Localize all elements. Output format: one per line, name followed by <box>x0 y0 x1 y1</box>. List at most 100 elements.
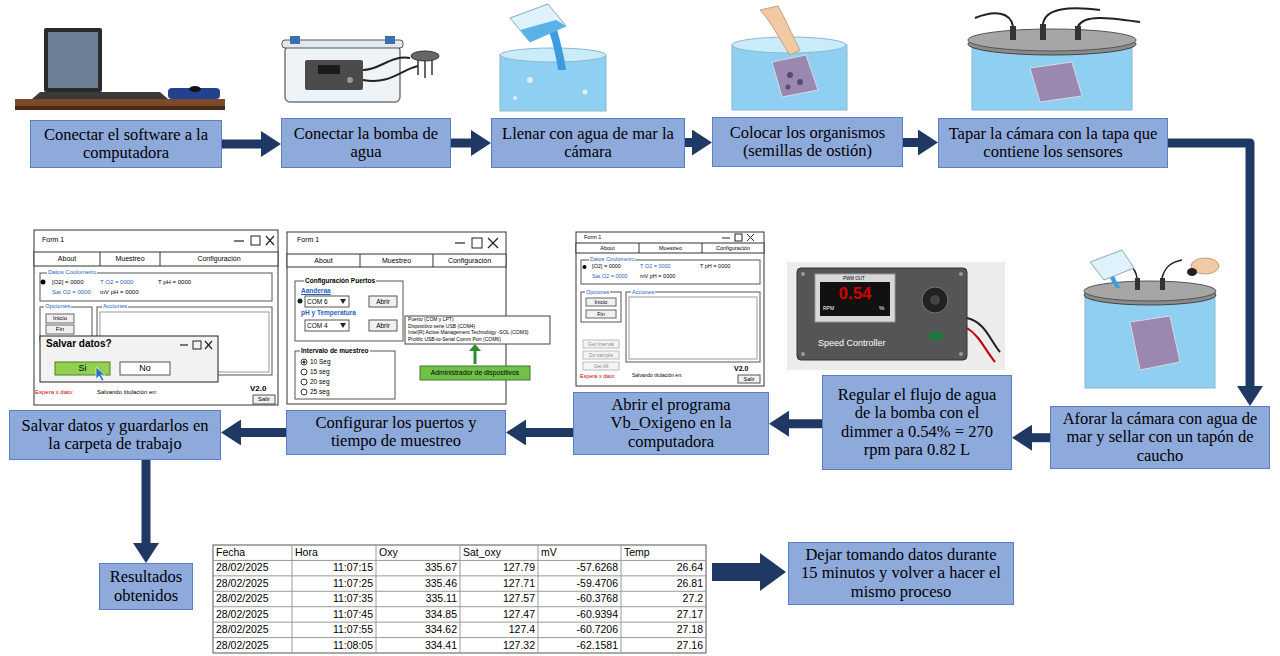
label-text: COM 6 <box>307 298 328 305</box>
label-text: T pH = 0000 <box>158 279 191 285</box>
screen-label: About <box>576 243 639 253</box>
label-text: mV pH = 0000 <box>100 289 139 295</box>
ports-window <box>301 379 307 385</box>
results-table <box>213 545 706 653</box>
label-text: Form 1 <box>584 234 601 240</box>
label-text: 335.11 <box>426 592 457 604</box>
results-table <box>213 591 706 592</box>
label-text: Prolific USB-to-Serial Comm Port (COM6) <box>408 336 501 342</box>
pump-illustration <box>417 60 419 75</box>
screen-label: PWM OUT <box>843 276 865 281</box>
label-text: Datos Coulometro <box>589 256 635 262</box>
process-box: Resultados obtenidos <box>99 563 193 610</box>
label-text: V2.0 <box>250 384 266 393</box>
step-text: Salvar datos y guardarlos en la carpeta … <box>17 417 213 454</box>
program-window <box>735 234 742 241</box>
screen-label: Form 1 <box>42 236 64 244</box>
software-window <box>46 314 74 323</box>
screen-label: T O2 = 0000 <box>100 279 133 286</box>
pump-illustration <box>363 66 418 81</box>
software-window <box>40 273 272 301</box>
label-text: PWM OUT <box>843 276 865 281</box>
table-cell: 26.81 <box>624 576 703 591</box>
label-text: Salvando titulación en: <box>97 389 157 395</box>
pouring-illustration <box>500 48 606 62</box>
step-text: Resultados obtenidos <box>107 568 185 605</box>
ports-window <box>295 351 395 399</box>
table-cell: 127.47 <box>463 607 535 622</box>
label-text: Fin <box>597 311 605 317</box>
pump-illustration <box>282 36 439 102</box>
table-cell: 335.67 <box>379 560 457 575</box>
label-text: Muestreo <box>382 257 411 264</box>
results-table <box>213 560 706 561</box>
ports-window <box>287 254 506 267</box>
step-text: Tapar la cámara con la tapa que contiene… <box>946 125 1160 162</box>
label-text: Opciones <box>585 289 610 295</box>
program-window <box>626 292 760 362</box>
screen-label: Aanderaa <box>301 287 331 294</box>
process-box: Dejar tomando datos durante 15 minutos y… <box>788 542 1014 605</box>
label-text: 27.16 <box>677 639 703 651</box>
label-text: 127.4 <box>509 623 535 635</box>
program-window <box>639 243 640 253</box>
table-cell: 334.85 <box>379 607 457 622</box>
table-cell: 27.18 <box>624 622 703 637</box>
label-text: Temp <box>624 546 650 558</box>
sealing-illustration <box>1135 278 1140 290</box>
table-cell: 28/02/2025 <box>216 638 289 653</box>
screen-label: Datos Coulometro <box>589 256 635 262</box>
screen-label: Sat O2 = 0000 <box>592 273 628 279</box>
software-window <box>96 367 105 381</box>
step-text: Aforar la cámara con agua de mar y sella… <box>1058 410 1262 465</box>
flow-arrow <box>1168 143 1250 386</box>
pouring-illustration <box>527 77 533 83</box>
label-text: Get Interval <box>588 341 614 347</box>
flow-arrow <box>903 138 918 147</box>
ports-window <box>488 238 498 248</box>
table-cell: 28/02/2025 <box>216 622 289 637</box>
sealing-illustration <box>1085 292 1215 388</box>
ports-window <box>472 238 482 248</box>
label-text: 27.17 <box>677 608 703 620</box>
label-text: -59.4706 <box>577 577 618 589</box>
label-text: 334.41 <box>425 639 457 651</box>
screen-label: Sat O2 = 0000 <box>52 289 91 296</box>
screen-label: 10 Seg <box>310 358 331 365</box>
process-box: Configurar los puertos y tiempo de muest… <box>286 410 506 455</box>
pump-illustration <box>305 60 363 90</box>
screen-label: Puerto (COM y LPT) <box>408 317 454 323</box>
table-cell: 11:07:25 <box>295 576 373 591</box>
label-text: 28/02/2025 <box>216 592 269 604</box>
speed-controller-photo <box>959 272 963 276</box>
program-window <box>583 340 619 348</box>
speed-controller-photo <box>930 332 942 340</box>
label-text: Puerto (COM y LPT) <box>408 316 454 322</box>
label-text: Intervalo de muestreo <box>300 347 370 354</box>
step-text: Conectar la bomba de agua <box>289 125 443 162</box>
table-cell: 28/02/2025 <box>216 560 289 575</box>
process-box: Colocar los organismos (semillas de osti… <box>712 117 903 167</box>
results-table <box>213 622 706 623</box>
screen-label: Opciones <box>44 303 71 310</box>
table-cell: 335.11 <box>379 591 457 606</box>
ports-window <box>420 366 530 380</box>
label-text: Salir <box>743 376 754 382</box>
label-text: -60.3768 <box>577 592 618 604</box>
speed-controller-photo <box>820 282 890 316</box>
flow-arrow <box>526 428 573 437</box>
table-cell: 334.62 <box>379 622 457 637</box>
label-text: 27.18 <box>677 623 703 635</box>
software-window <box>234 240 244 241</box>
label-text: Do sample <box>589 352 613 358</box>
table-cell: -62.1581 <box>541 638 618 653</box>
screen-label: Form 1 <box>297 236 319 244</box>
label-text: Configuración Puertos <box>304 277 376 284</box>
sealing-illustration <box>1090 250 1134 280</box>
label-text: Inicio <box>53 315 67 321</box>
screen-label: Do sample <box>583 351 619 359</box>
screen-label: Abrir <box>369 320 397 331</box>
screen-label: pH y Temperatura <box>301 309 356 316</box>
label-text: 11:07:55 <box>333 623 373 635</box>
